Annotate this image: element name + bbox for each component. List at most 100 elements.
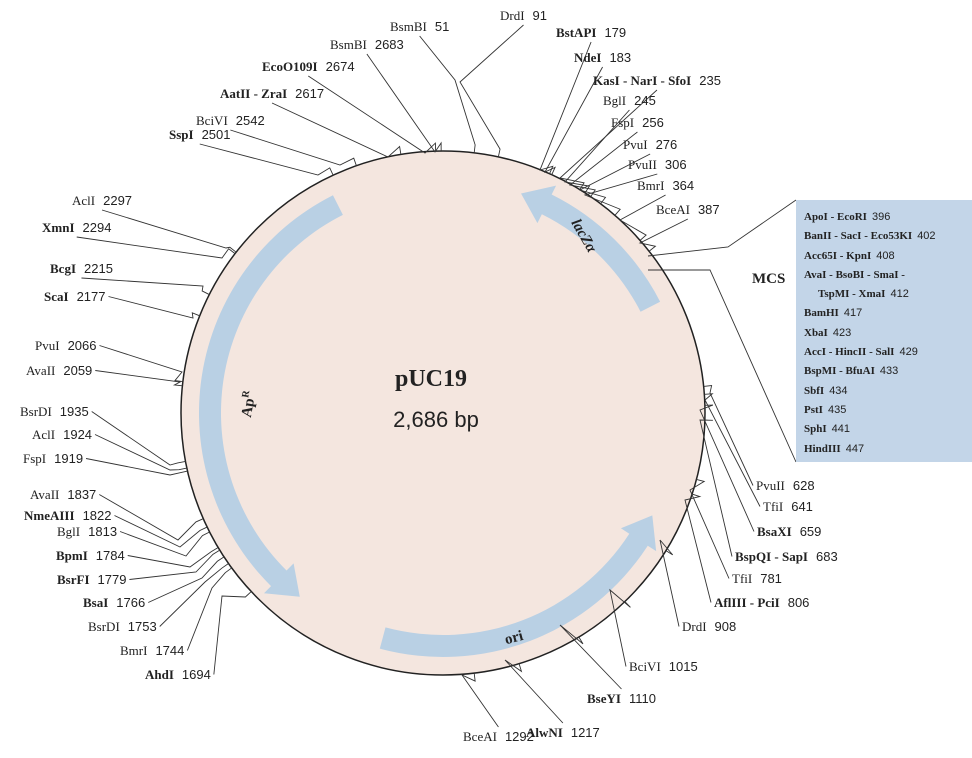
site-enzyme: AhdI bbox=[145, 667, 174, 682]
site-position: 628 bbox=[793, 478, 815, 493]
site-position: 2294 bbox=[83, 220, 112, 235]
site-position: 245 bbox=[634, 93, 656, 108]
site-enzyme: BcgI bbox=[50, 261, 76, 276]
leader-line-29 bbox=[114, 515, 208, 548]
site-position: 91 bbox=[533, 8, 547, 23]
site-label-1: DrdI 91 bbox=[500, 8, 547, 23]
site-position: 1919 bbox=[54, 451, 83, 466]
leader-line-12 bbox=[704, 393, 761, 507]
site-enzyme: BspQI - SapI bbox=[735, 549, 808, 564]
mcs-entry: AvaI - BsoBI - SmaI - bbox=[804, 266, 972, 285]
mcs-entry: Acc65I - KpnI 408 bbox=[804, 247, 972, 266]
site-enzyme: BsaI bbox=[83, 595, 108, 610]
leader-line-10 bbox=[638, 218, 689, 252]
mcs-entry: XbaI 423 bbox=[804, 324, 972, 343]
leader-line-37 bbox=[81, 277, 210, 295]
site-enzyme: BsrDI bbox=[88, 619, 120, 634]
leader-line-16 bbox=[684, 493, 712, 603]
site-position: 179 bbox=[604, 25, 626, 40]
mcs-enzymes: AvaI - BsoBI - SmaI - bbox=[804, 268, 905, 281]
leader-line-19 bbox=[559, 624, 622, 690]
mcs-position: 433 bbox=[879, 365, 899, 378]
mcs-enzymes: Acc65I - KpnI bbox=[804, 249, 872, 262]
leader-line-38 bbox=[76, 236, 236, 259]
mcs-enzymes: BamHI bbox=[804, 307, 839, 320]
mcs-position: 423 bbox=[832, 326, 852, 339]
leader-line-9 bbox=[619, 194, 666, 241]
site-position: 806 bbox=[788, 595, 810, 610]
leader-line-36 bbox=[108, 296, 200, 319]
site-enzyme: PvuI bbox=[35, 338, 60, 353]
site-position: 1753 bbox=[128, 619, 157, 634]
leader-line-30 bbox=[99, 494, 204, 541]
site-enzyme: PvuI bbox=[623, 137, 648, 152]
leader-line-27 bbox=[127, 547, 219, 568]
leader-line-31 bbox=[85, 458, 188, 476]
mcs-enzymes: TspMI - XmaI bbox=[818, 288, 886, 301]
site-enzyme: ScaI bbox=[44, 289, 69, 304]
plasmid-backbone bbox=[180, 150, 706, 676]
site-enzyme: BsrFI bbox=[57, 572, 90, 587]
site-enzyme: DrdI bbox=[500, 8, 525, 23]
leader-line-40 bbox=[199, 143, 334, 176]
mcs-position: 434 bbox=[829, 384, 848, 397]
site-position: 2683 bbox=[375, 37, 404, 52]
leader-line-15 bbox=[689, 478, 730, 579]
leader-line-39 bbox=[101, 209, 237, 253]
site-enzyme: BpmI bbox=[56, 548, 88, 563]
site-position: 1292 bbox=[505, 729, 534, 744]
site-position: 1110 bbox=[629, 691, 656, 706]
leader-line-13 bbox=[699, 404, 755, 532]
site-position: 1217 bbox=[571, 725, 600, 740]
plasmid-title: pUC19 2,686 bp bbox=[393, 366, 479, 432]
plasmid-size: 2,686 bp bbox=[393, 407, 479, 432]
leader-line-23 bbox=[186, 567, 232, 651]
feature-arrow-2 bbox=[198, 195, 343, 597]
site-enzyme: BsaXI bbox=[757, 524, 792, 539]
leader-line-35 bbox=[99, 345, 183, 382]
site-position: 683 bbox=[816, 549, 838, 564]
site-position: 2215 bbox=[84, 261, 113, 276]
site-position: 51 bbox=[435, 19, 449, 34]
site-enzyme: BsmBI bbox=[330, 37, 367, 52]
site-position: 2297 bbox=[103, 193, 132, 208]
feature-arrow-0 bbox=[521, 185, 661, 312]
mcs-position: 447 bbox=[845, 442, 865, 455]
site-enzyme: AatII - ZraI bbox=[220, 86, 287, 101]
site-label-14: BspQI - SapI 683 bbox=[735, 549, 838, 564]
site-enzyme: AvaII bbox=[26, 363, 55, 378]
site-position: 659 bbox=[800, 524, 822, 539]
site-enzyme: TfiI bbox=[732, 571, 752, 586]
leader-line-32 bbox=[94, 434, 187, 471]
leader-line-43 bbox=[308, 75, 437, 154]
site-enzyme: BciVI bbox=[629, 659, 661, 674]
leader-line-3 bbox=[543, 66, 603, 175]
mcs-position: 408 bbox=[876, 249, 895, 262]
mcs-enzymes: BspMI - BfuAI bbox=[804, 365, 875, 378]
site-label-37: BcgI 2215 bbox=[50, 261, 113, 276]
mcs-enzymes: XbaI bbox=[804, 326, 828, 339]
